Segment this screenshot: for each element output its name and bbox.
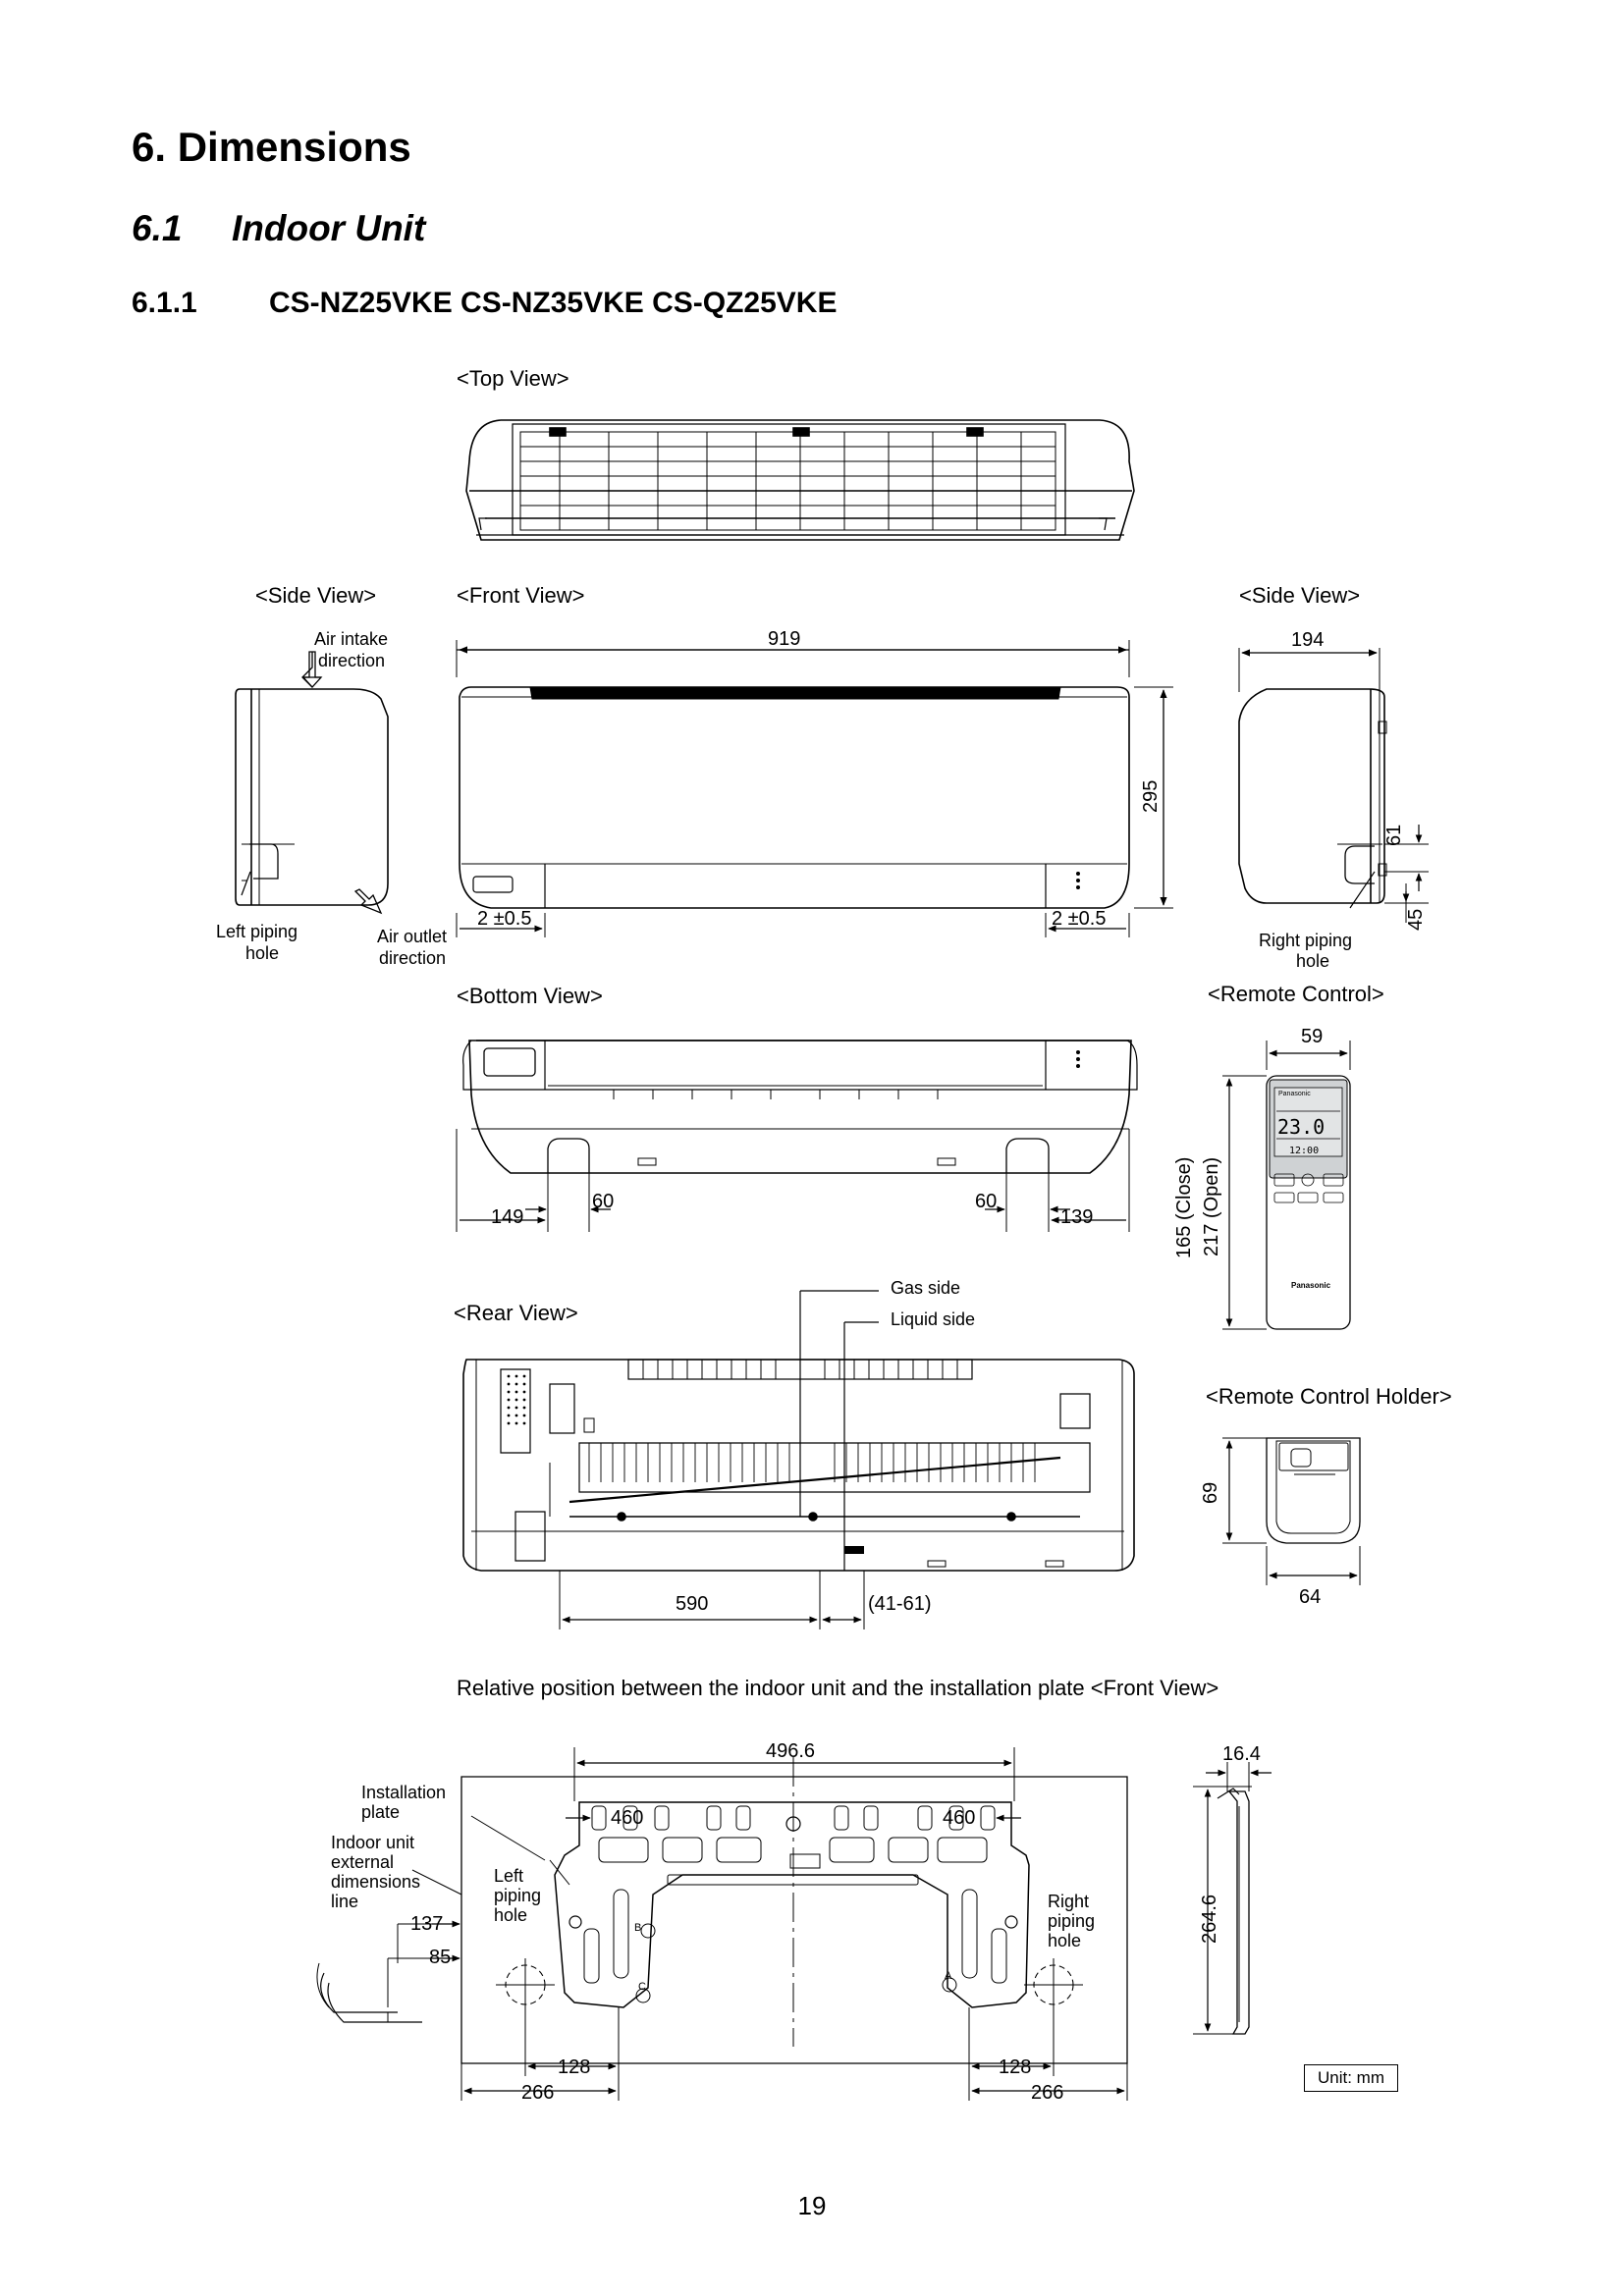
dim-side-61: 61 (1383, 825, 1405, 846)
dim-bottom-139: 139 (1060, 1206, 1093, 1228)
installation-plate-drawing (316, 1747, 1272, 2101)
dim-rear-590: 590 (676, 1593, 708, 1615)
left-side-view-drawing (235, 651, 389, 915)
indoor-ext-label-1: Indoor unit (331, 1833, 414, 1852)
dim-bottom-60-left: 60 (592, 1191, 614, 1212)
indoor-ext-label-2: external (331, 1852, 394, 1872)
left-piping-label-2: hole (245, 943, 279, 963)
section-heading: 6.1.1 CS-NZ25VKE CS-NZ35VKE CS-QZ25VKE (132, 287, 837, 320)
left-pipe-label-2: piping (494, 1886, 541, 1905)
air-intake-label-2: direction (318, 651, 385, 670)
liquid-side-label: Liquid side (891, 1309, 975, 1329)
remote-brand-logo: Panasonic (1291, 1281, 1331, 1290)
right-side-view-title: <Side View> (1239, 583, 1360, 608)
remote-temperature: 23.0 (1277, 1115, 1325, 1139)
indoor-ext-label-3: dimensions (331, 1872, 420, 1892)
bottom-view-drawing (456, 1040, 1138, 1232)
dim-front-tol-left: 2 ±0.5 (477, 908, 531, 930)
remote-control-drawing (1222, 1041, 1351, 1330)
dim-front-height: 295 (1140, 780, 1162, 813)
left-piping-label-1: Left piping (216, 922, 298, 941)
dim-bottom-149: 149 (491, 1206, 523, 1228)
remote-holder-title: <Remote Control Holder> (1206, 1384, 1452, 1409)
dim-plate-16: 16.4 (1222, 1743, 1261, 1765)
rear-view-title: <Rear View> (454, 1301, 578, 1325)
dim-holder-height: 69 (1200, 1482, 1221, 1504)
air-outlet-label-1: Air outlet (377, 927, 447, 946)
installation-plate-label-2: plate (361, 1802, 400, 1822)
gas-side-label: Gas side (891, 1278, 960, 1298)
remote-control-title: <Remote Control> (1208, 982, 1384, 1006)
front-view-drawing (456, 640, 1173, 937)
dim-plate-128-right: 128 (999, 2056, 1031, 2078)
right-pipe-label-2: piping (1048, 1911, 1095, 1931)
indoor-ext-label-4: line (331, 1892, 358, 1911)
bottom-view-title: <Bottom View> (457, 984, 603, 1008)
page-number: 19 (797, 2191, 827, 2220)
right-pipe-label-1: Right (1048, 1892, 1089, 1911)
remote-brand-small: Panasonic (1278, 1091, 1311, 1097)
dim-remote-open: 217 (Open) (1201, 1157, 1222, 1256)
dim-plate-137: 137 (410, 1913, 443, 1935)
dim-side-45: 45 (1405, 909, 1427, 931)
dim-holder-width: 64 (1299, 1586, 1321, 1608)
dim-remote-width: 59 (1301, 1026, 1323, 1047)
dim-plate-266-left: 266 (521, 2082, 554, 2104)
dim-remote-close: 165 (Close) (1173, 1157, 1195, 1258)
dim-front-width: 919 (768, 628, 800, 650)
marker-c-label: C (638, 1981, 646, 1993)
section-models: CS-NZ25VKE CS-NZ35VKE CS-QZ25VKE (269, 287, 838, 319)
relative-position-caption: Relative position between the indoor uni… (457, 1676, 1218, 1700)
dim-plate-496: 496.6 (766, 1740, 815, 1762)
page-heading: 6. Dimensions (132, 124, 411, 170)
top-view-drawing (465, 419, 1135, 541)
left-side-view-title: <Side View> (255, 583, 376, 608)
subheading: 6.1 Indoor Unit (132, 208, 425, 249)
marker-a-label: A (945, 1970, 952, 1982)
dim-plate-460-left: 460 (611, 1807, 643, 1829)
left-pipe-label-3: hole (494, 1905, 527, 1925)
unit-box: Unit: mm (1304, 2064, 1398, 2092)
right-pipe-label-3: hole (1048, 1931, 1081, 1950)
marker-b-label: B (634, 1922, 641, 1934)
subheading-title: Indoor Unit (232, 208, 426, 248)
dim-side-depth: 194 (1291, 629, 1324, 651)
remote-clock: 12:00 (1289, 1146, 1319, 1156)
air-intake-label-1: Air intake (314, 629, 388, 649)
dim-plate-85: 85 (429, 1947, 451, 1968)
dim-plate-460-right: 460 (943, 1807, 975, 1829)
remote-holder-drawing (1222, 1437, 1361, 1585)
top-view-title: <Top View> (457, 366, 569, 391)
dim-plate-128-left: 128 (558, 2056, 590, 2078)
right-side-view-drawing (1238, 648, 1429, 923)
air-outlet-label-2: direction (379, 948, 446, 968)
subheading-number: 6.1 (132, 208, 183, 248)
right-piping-label-2: hole (1296, 951, 1329, 971)
dim-rear-41-61: (41-61) (868, 1593, 931, 1615)
left-pipe-label-1: Left (494, 1866, 523, 1886)
rear-view-drawing (462, 1290, 1135, 1629)
dim-front-tol-right: 2 ±0.5 (1052, 908, 1106, 930)
front-view-title: <Front View> (457, 583, 584, 608)
dim-plate-264: 264.6 (1199, 1895, 1220, 1944)
right-piping-label-1: Right piping (1259, 931, 1352, 950)
installation-plate-label-1: Installation (361, 1783, 446, 1802)
dim-bottom-60-right: 60 (975, 1191, 997, 1212)
dim-plate-266-right: 266 (1031, 2082, 1063, 2104)
section-number: 6.1.1 (132, 287, 197, 319)
